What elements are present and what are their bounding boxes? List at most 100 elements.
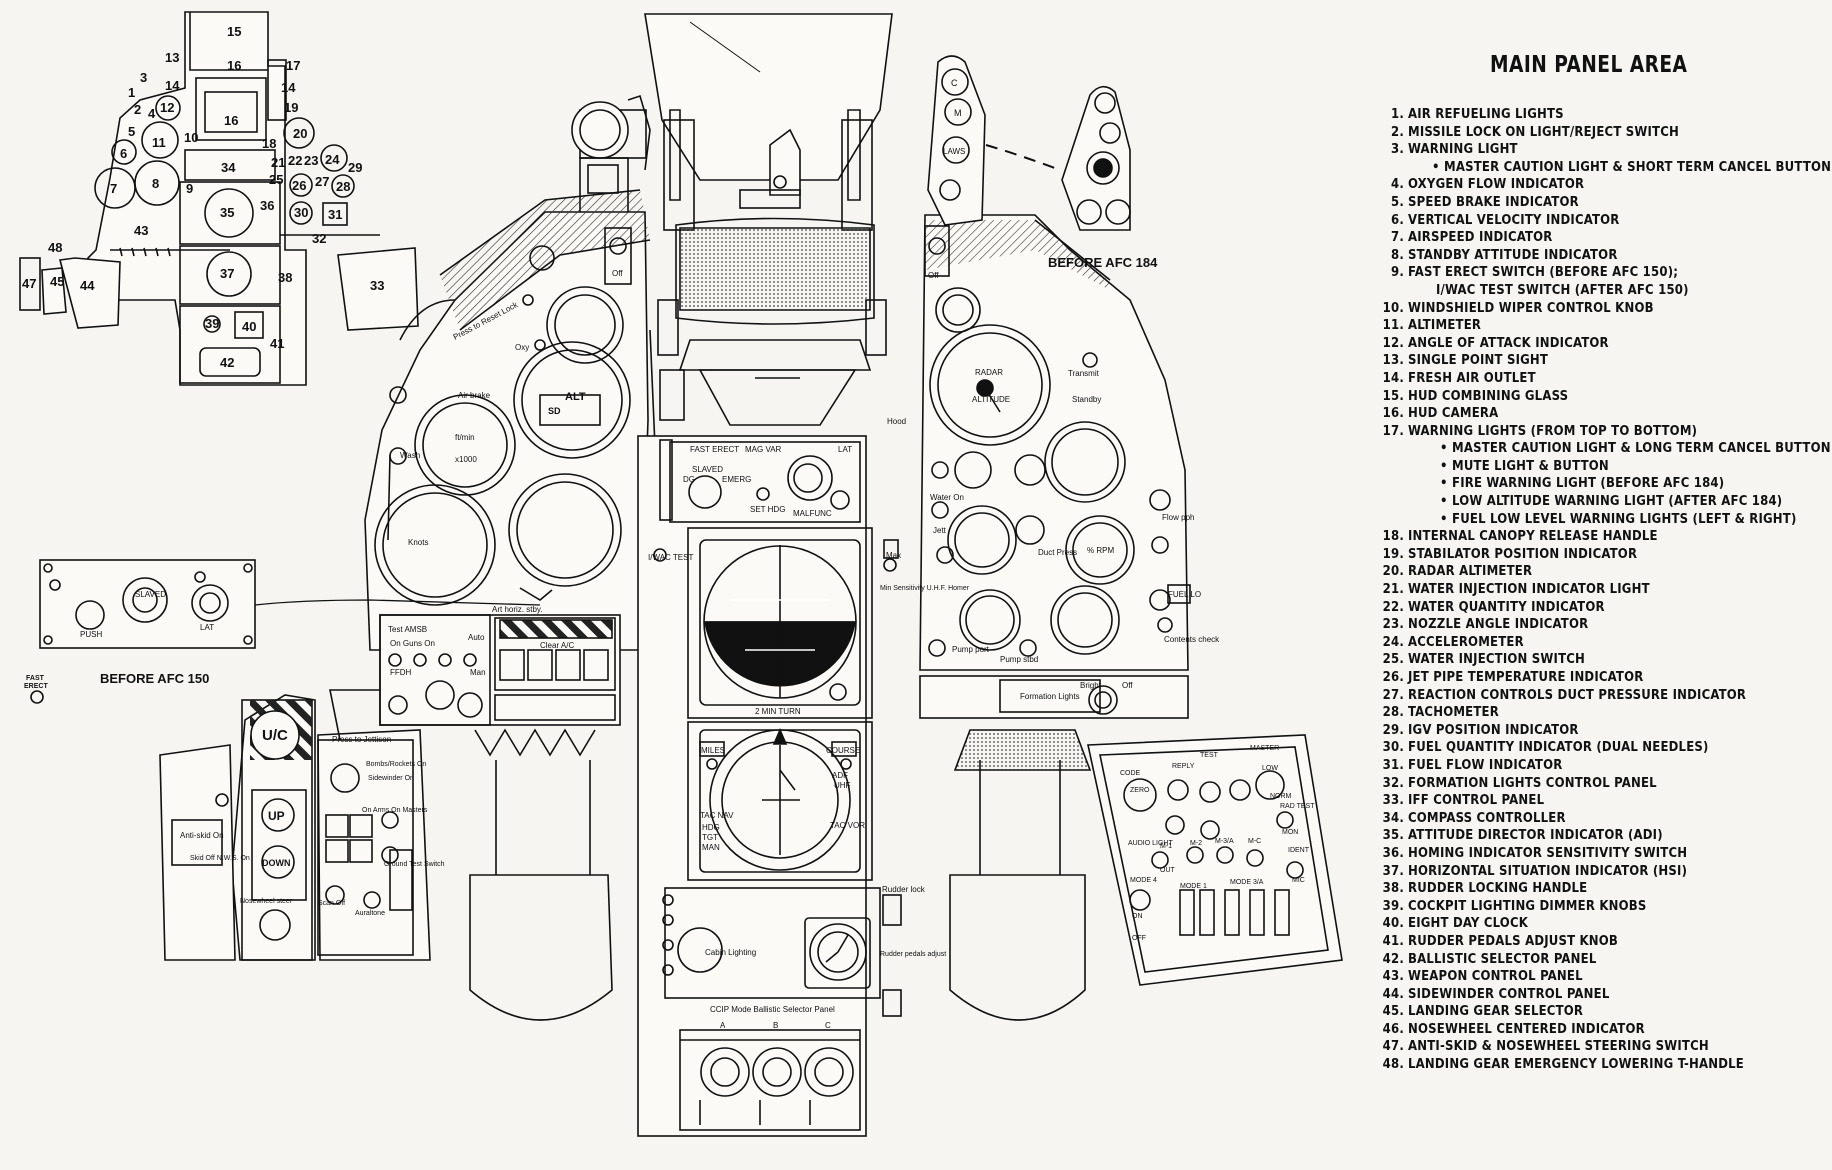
legend-item: 6.VERTICAL VELOCITY INDICATOR [1380, 212, 1820, 230]
legend-item-text: WATER INJECTION SWITCH [1408, 652, 1586, 668]
legend-item-text: NOZZLE ANGLE INDICATOR [1408, 617, 1589, 633]
label-man: MAN [702, 843, 720, 852]
label-master: MASTER [1250, 745, 1279, 752]
legend-item: 38.RUDDER LOCKING HANDLE [1380, 880, 1820, 898]
key-24: 24 [325, 152, 340, 167]
label-x1000: x1000 [455, 455, 477, 464]
legend-item-number: 36. [1382, 845, 1404, 861]
label-jett: Jett [933, 526, 947, 535]
legend-item-number: 17. [1382, 423, 1404, 439]
legend-item: LOW ALTITUDE WARNING LIGHT (AFTER AFC 18… [1380, 493, 1820, 511]
legend-item-text: HOMING INDICATOR SENSITIVITY SWITCH [1408, 845, 1688, 861]
legend-item: 18.INTERNAL CANOPY RELEASE HANDLE [1380, 528, 1820, 546]
key-40: 40 [242, 319, 256, 334]
legend-item-number: 46. [1382, 1021, 1404, 1037]
label-sel-b: B [773, 1021, 778, 1030]
label-sidewinder-on: Sidewinder On [368, 775, 414, 782]
legend-item-number: 43. [1382, 969, 1404, 985]
label-mon: MON [1282, 829, 1298, 836]
legend-item: 46.NOSEWHEEL CENTERED INDICATOR [1380, 1021, 1820, 1039]
label-test: TEST [1200, 752, 1219, 759]
label-oxy: Oxy [515, 343, 529, 352]
label-press-to-jettison: Press to Jettison [332, 735, 391, 744]
legend-item: 45.LANDING GEAR SELECTOR [1380, 1003, 1820, 1021]
legend-item-number: 1. [1391, 107, 1404, 122]
legend-item-number: 31. [1382, 757, 1404, 773]
label-fuel-lo: FUEL LO [1168, 590, 1201, 599]
landing-gear-panel [159, 694, 316, 961]
label-m3a: M-3/A [1215, 838, 1234, 845]
legend-item: 21.WATER INJECTION INDICATOR LIGHT [1380, 581, 1820, 599]
legend-item-number: 40. [1382, 916, 1404, 932]
legend-item: 19.STABILATOR POSITION INDICATOR [1380, 546, 1820, 564]
label-norm: NORM [1270, 793, 1292, 800]
legend-item-number: 20. [1382, 564, 1404, 580]
legend-item-number: 4. [1391, 177, 1404, 193]
legend-item-number: 21. [1382, 582, 1404, 598]
label-off-left: Off [612, 269, 623, 278]
legend-item: I/WAC TEST SWITCH (AFTER AFC 150) [1380, 282, 1820, 300]
key-28: 28 [336, 179, 350, 194]
label-auraltone: Auraltone [355, 910, 385, 917]
label-iwac-test: I/WAC TEST [648, 553, 693, 562]
key-42: 42 [220, 355, 234, 370]
legend-item-text: FUEL FLOW INDICATOR [1408, 757, 1563, 773]
label-2-min-turn: 2 MIN TURN [755, 707, 801, 716]
legend-item: 8.STANDBY ATTITUDE INDICATOR [1380, 247, 1820, 265]
legend-item-text: WATER INJECTION INDICATOR LIGHT [1408, 582, 1650, 598]
label-hdg: HDG [702, 823, 720, 832]
label-art-horiz: Art horiz. stby. [492, 605, 543, 614]
key-10: 10 [184, 130, 198, 145]
legend-item-number: 6. [1391, 212, 1404, 228]
legend-item-number: 15. [1382, 388, 1404, 404]
legend-item: 14.FRESH AIR OUTLET [1380, 370, 1820, 388]
legend-item-text: MUTE LIGHT & BUTTON [1452, 458, 1609, 474]
label-bombs-rockets: Bombs/Rockets On [366, 761, 426, 768]
label-man-sel: Man [470, 668, 486, 677]
legend-item: 37.HORIZONTAL SITUATION INDICATOR (HSI) [1380, 863, 1820, 881]
legend-item: 2.MISSILE LOCK ON LIGHT/REJECT SWITCH [1380, 124, 1820, 142]
key-diagram [19, 11, 419, 386]
label-ft-min: ft/min [455, 433, 475, 442]
key-35: 35 [220, 205, 234, 220]
legend-item-text: HUD COMBINING GLASS [1408, 388, 1569, 404]
legend-item: 16.HUD CAMERA [1380, 405, 1820, 423]
label-tac-vor: TAC VOR [830, 821, 865, 830]
key-3: 3 [140, 70, 147, 85]
label-air-brake: Air brake [458, 391, 491, 400]
key-18: 18 [262, 136, 276, 151]
label-ground-test: Ground Test Switch [384, 861, 445, 868]
caption-fast-erect-line1: FAST [26, 675, 45, 682]
key-32: 32 [312, 231, 326, 246]
legend-item-number: 24. [1382, 634, 1404, 650]
rudder-pedals [469, 729, 1092, 1021]
key-20: 20 [293, 126, 307, 141]
weapon-control-panel [379, 614, 621, 757]
legend-item-number: 12. [1382, 335, 1404, 351]
single-point-sight [571, 94, 651, 219]
key-37: 37 [220, 266, 234, 281]
legend-item-text: EIGHT DAY CLOCK [1408, 916, 1528, 932]
legend-item: FUEL LOW LEVEL WARNING LIGHTS (LEFT & RI… [1380, 511, 1820, 529]
legend-item-number: 5. [1391, 194, 1404, 210]
key-5: 5 [128, 124, 135, 139]
legend-item-text: LANDING GEAR EMERGENCY LOWERING T-HANDLE [1408, 1057, 1744, 1073]
key-43: 43 [134, 223, 148, 238]
key-1: 1 [128, 85, 135, 100]
label-code: CODE [1120, 770, 1141, 777]
caption-fast-erect-line2: ERECT [24, 683, 48, 690]
key-36: 36 [260, 198, 274, 213]
legend-item-text: ANGLE OF ATTACK INDICATOR [1408, 335, 1609, 351]
label-c: C [951, 78, 958, 88]
legend-item-number: 35. [1382, 828, 1404, 844]
key-27: 27 [315, 174, 329, 189]
legend-item-number: 7. [1391, 230, 1404, 246]
legend-item-number: 41. [1382, 933, 1404, 949]
key-9: 9 [186, 181, 193, 196]
label-sel-a: A [720, 1021, 726, 1030]
legend-item-number: 23. [1382, 617, 1404, 633]
label-uhf: UHF [834, 781, 851, 790]
legend-item-text: INTERNAL CANOPY RELEASE HANDLE [1408, 529, 1658, 545]
legend-item-text: RUDDER LOCKING HANDLE [1408, 881, 1588, 897]
legend-item: 12.ANGLE OF ATTACK INDICATOR [1380, 335, 1820, 353]
